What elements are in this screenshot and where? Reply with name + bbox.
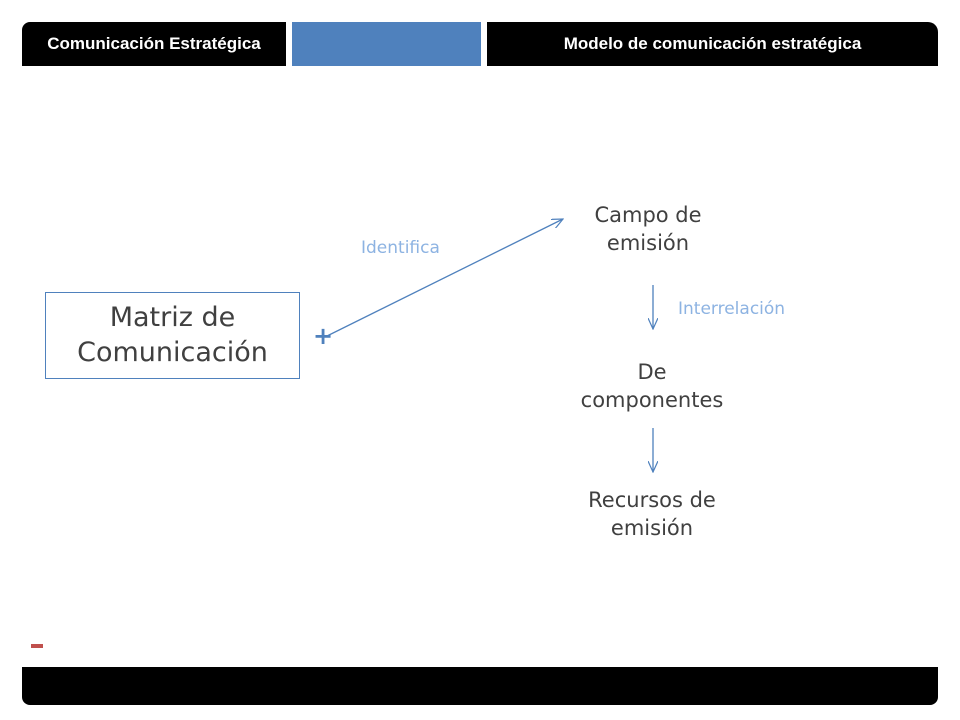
node-campo-emision: Campo de emisión xyxy=(594,203,702,256)
matriz-comunicacion-box: Matriz de Comunicación xyxy=(45,292,300,379)
header-right-text: Modelo de comunicación estratégica xyxy=(563,34,862,53)
header-accent-block xyxy=(292,22,481,66)
node-recursos-emision: Recursos de emisión xyxy=(588,488,716,541)
header-left-text: Comunicación Estratégica xyxy=(47,34,261,53)
matriz-comunicacion-label: Matriz de Comunicación xyxy=(77,301,268,368)
footer-bar xyxy=(22,667,938,705)
arrow-identifica xyxy=(324,219,563,338)
label-identifica: Identifica xyxy=(361,238,440,258)
plus-sign: + xyxy=(312,322,334,350)
label-interrelacion: Interrelación xyxy=(678,299,786,319)
header-title-left: Comunicación Estratégica xyxy=(22,22,286,66)
node-de-componentes: De componentes xyxy=(580,360,724,413)
minus-sign: - xyxy=(31,644,43,648)
header-title-right: Modelo de comunicación estratégica xyxy=(487,22,938,66)
